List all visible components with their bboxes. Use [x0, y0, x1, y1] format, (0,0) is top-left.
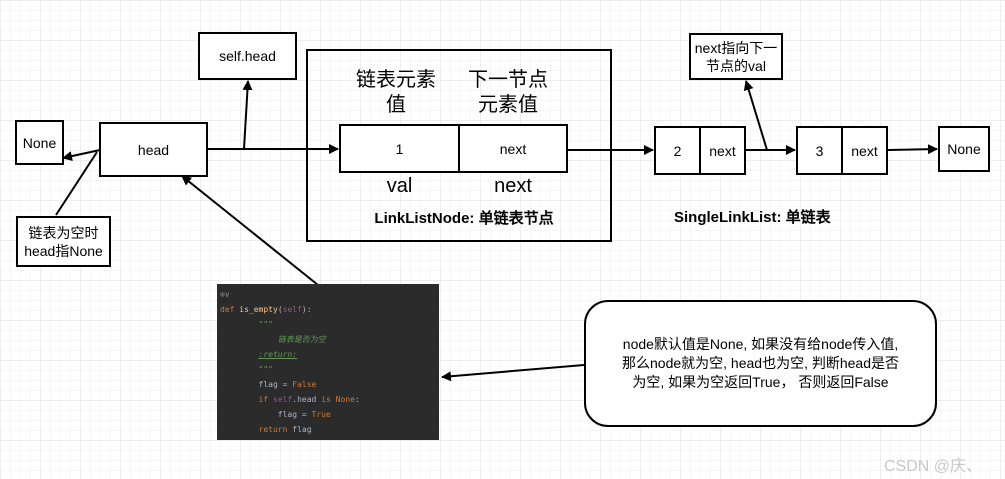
code-line-flag-true: flag = True — [277, 410, 331, 419]
explain-to-code-arrow — [441, 364, 585, 382]
code-return-kw: return — [258, 425, 288, 434]
none-label: None — [22, 134, 57, 151]
code-if-kw: if — [258, 395, 269, 404]
next-note-line-2: 节点的val — [706, 57, 766, 74]
head-box: head — [99, 122, 208, 177]
value-header-line-2: 值 — [386, 94, 406, 116]
code-line-doc-text: 链表是否为空 — [220, 332, 439, 347]
next-note-line-1: next指向下一 — [694, 39, 778, 56]
code-snippet: ⊕∨ def is_empty(self): """ 链表是否为空 :retur… — [217, 284, 439, 440]
head-to-selfhead-arrow — [242, 80, 253, 150]
node3-value: 3 — [815, 142, 824, 159]
node3-next-cell: next — [841, 126, 888, 175]
single-link-list-title: SingleLinkList: 单链表 — [674, 209, 831, 226]
code-def-kw: def — [220, 305, 235, 314]
code-line-def: def is_empty(self): — [220, 305, 312, 314]
node3-next: next — [851, 142, 878, 159]
empty-list-note: 链表为空时 head指None — [16, 216, 111, 267]
code-func-name: is_empty — [239, 305, 278, 314]
node-value: 1 — [395, 140, 404, 157]
value-header: 链表元素 值 — [342, 68, 450, 118]
watermark: CSDN @庆、 — [884, 458, 983, 475]
code-is-kw: is — [321, 395, 331, 404]
next-header-line-1: 下一节点 — [468, 69, 548, 91]
next-note-box: next指向下一 节点的val — [689, 33, 783, 80]
code-line-flag-false: flag = False — [258, 380, 317, 389]
explain-line-1: node默认值是None, 如果没有给node传入值, — [622, 336, 899, 352]
code-flag-1: flag — [258, 380, 278, 389]
node3-to-none-arrow — [886, 144, 938, 155]
code-flag-3: flag — [292, 425, 312, 434]
node2-next-cell: next — [699, 126, 746, 175]
code-to-head-arrow — [181, 175, 319, 286]
link-list-node-frame — [306, 49, 612, 242]
explain-line-2: 那么node就为空, head也为空, 判断head是否 — [622, 355, 899, 371]
val-caption: val — [386, 175, 413, 197]
code-flag-2: flag — [277, 410, 298, 419]
next-caption: next — [494, 175, 532, 197]
empty-note-line-1: 链表为空时 — [28, 224, 99, 241]
node3-value-cell: 3 — [796, 126, 843, 175]
fold-marker: ⊕∨ — [220, 290, 230, 299]
head-to-none-arrow — [62, 149, 101, 161]
explain-line-3: 为空, 如果为空返回True， 否则返回False — [632, 374, 889, 390]
node-next-cell: next — [458, 124, 568, 173]
code-self-kw: self — [273, 395, 293, 404]
code-doc-close: """ — [258, 365, 273, 374]
code-false: False — [292, 380, 317, 389]
value-header-line-1: 链表元素 — [356, 69, 436, 91]
code-line-fold: ⊕∨ — [220, 287, 439, 302]
code-true: True — [311, 410, 331, 419]
code-line-doc-open: """ — [220, 317, 439, 332]
code-line-return-tag: :return: — [220, 347, 439, 362]
code-line-doc-close: """ — [220, 362, 439, 377]
code-self-param: self — [282, 305, 302, 314]
code-none: None — [335, 395, 355, 404]
next-header-line-2: 元素值 — [478, 94, 538, 116]
node-value-cell: 1 — [339, 124, 460, 173]
none-box-left: None — [15, 120, 64, 165]
code-head-attr: .head — [292, 395, 317, 404]
node2-next: next — [709, 142, 736, 159]
code-doc-open: """ — [258, 320, 273, 329]
tail-none-label: None — [947, 141, 981, 157]
empty-note-line-2: head指None — [24, 242, 103, 259]
next-to-note-arrow — [743, 80, 768, 151]
node2-value-cell: 2 — [654, 126, 701, 175]
head-label: head — [137, 141, 170, 158]
code-return-tag: :return: — [258, 350, 298, 359]
tail-none-box: None — [938, 126, 990, 172]
node-next: next — [499, 140, 527, 157]
self-head-box: self.head — [198, 32, 297, 80]
node-title: LinkListNode: 单链表节点 — [374, 210, 554, 227]
explanation-bubble: node默认值是None, 如果没有给node传入值, 那么node就为空, h… — [584, 300, 937, 427]
node2-value: 2 — [673, 142, 682, 159]
note-to-none-arrow — [55, 151, 98, 216]
code-doc-text: 链表是否为空 — [277, 335, 326, 344]
code-line-return: return flag — [220, 422, 439, 437]
code-line-if: if self.head is None: — [258, 395, 360, 404]
next-header: 下一节点 元素值 — [455, 68, 561, 118]
self-head-label: self.head — [219, 48, 276, 64]
